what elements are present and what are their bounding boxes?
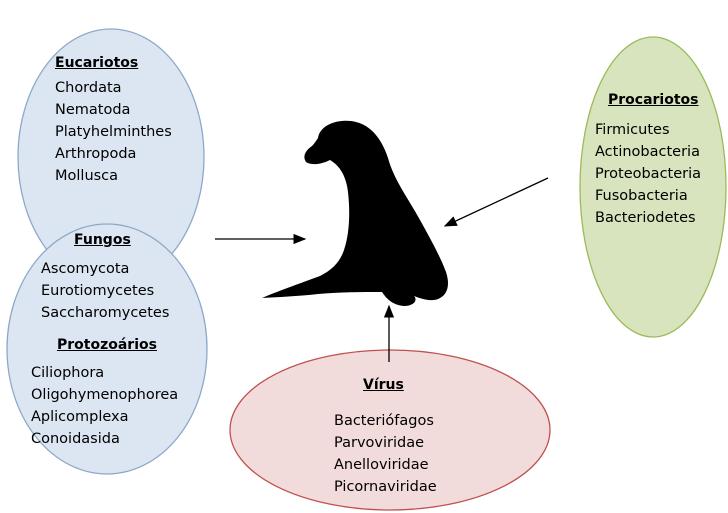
list-item: Oligohymenophorea <box>31 384 178 406</box>
list-item: Nematoda <box>55 99 172 121</box>
list-item: Eurotiomycetes <box>41 280 169 302</box>
fungos-title: Fungos <box>74 232 131 248</box>
list-item: Parvoviridae <box>334 432 437 454</box>
list-item: Conoidasida <box>31 428 178 450</box>
procariotos-title: Procariotos <box>608 92 699 108</box>
list-item: Firmicutes <box>595 119 701 141</box>
protozoarios-title: Protozoários <box>57 337 157 353</box>
list-item: Picornaviridae <box>334 476 437 498</box>
eucariotos-title: Eucariotos <box>55 55 138 71</box>
list-item: Ascomycota <box>41 258 169 280</box>
list-item: Aplicomplexa <box>31 406 178 428</box>
virus-list: Bacteriófagos Parvoviridae Anelloviridae… <box>334 410 437 498</box>
arrow-from-procariotos <box>445 178 548 226</box>
list-item: Anelloviridae <box>334 454 437 476</box>
procariotos-list: Firmicutes Actinobacteria Proteobacteria… <box>595 119 701 229</box>
fungos-list: Ascomycota Eurotiomycetes Saccharomycete… <box>41 258 169 324</box>
protozoarios-list: Ciliophora Oligohymenophorea Aplicomplex… <box>31 362 178 450</box>
list-item: Actinobacteria <box>595 141 701 163</box>
list-item: Saccharomycetes <box>41 302 169 324</box>
list-item: Chordata <box>55 77 172 99</box>
list-item: Bacteriodetes <box>595 207 701 229</box>
virus-title: Vírus <box>363 377 404 393</box>
sea-lion-silhouette-icon <box>262 121 448 306</box>
eucariotos-list: Chordata Nematoda Platyhelminthes Arthro… <box>55 77 172 187</box>
list-item: Proteobacteria <box>595 163 701 185</box>
list-item: Platyhelminthes <box>55 121 172 143</box>
list-item: Bacteriófagos <box>334 410 437 432</box>
list-item: Arthropoda <box>55 143 172 165</box>
list-item: Ciliophora <box>31 362 178 384</box>
list-item: Fusobacteria <box>595 185 701 207</box>
list-item: Mollusca <box>55 165 172 187</box>
